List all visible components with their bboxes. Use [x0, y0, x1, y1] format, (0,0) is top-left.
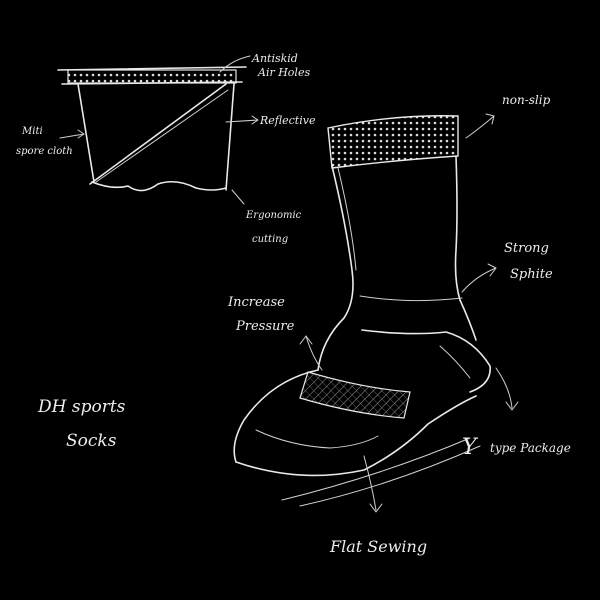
title-line-1: DH sports [37, 397, 126, 417]
package-label: type Package [490, 441, 571, 455]
package-arrow [495, 367, 513, 409]
increase-label: Increase [227, 295, 285, 310]
strong-arrowhead [487, 263, 497, 277]
sock-leg-back [317, 165, 354, 371]
ergonomic-label: Ergonomic [245, 210, 302, 221]
fabric-arrow [59, 133, 85, 139]
fabric-arrowhead [77, 129, 85, 139]
box-left-side [77, 83, 95, 183]
package-arrowhead [505, 401, 519, 411]
pressure-label: Pressure [235, 319, 295, 334]
pressure-arrowhead [299, 335, 313, 345]
detail-sketch [57, 55, 259, 205]
fabric-label: Miti [21, 126, 43, 137]
pressure-band [299, 371, 411, 419]
air-holes-label: Air Holes [257, 66, 310, 79]
ergonomic-bottom [91, 180, 227, 192]
sock-sole-sketch-1 [281, 437, 471, 501]
fabric-label-2: spore cloth [16, 146, 73, 157]
air-holes-band [67, 69, 237, 84]
cuff-non-slip-band [327, 115, 459, 169]
package-letter: Y [462, 435, 479, 460]
title-line-2: Socks [66, 431, 117, 451]
band-bottom-line [61, 81, 243, 85]
sock-foot-sole [235, 395, 477, 477]
sock-sole-sketch-2 [299, 445, 481, 507]
ergonomic-arrow [231, 189, 245, 205]
non-slip-arrowhead [485, 113, 495, 125]
sphite-label: Sphite [510, 267, 553, 282]
strong-support-line [359, 295, 463, 302]
reflective-label: Reflective [259, 114, 316, 127]
reflective-arrowhead [251, 115, 259, 125]
antiskid-arrow [219, 55, 251, 73]
sock-toe-seam [255, 429, 379, 449]
non-slip-label: non-slip [502, 93, 551, 107]
strong-arrow [461, 267, 497, 293]
non-slip-arrow [465, 115, 495, 139]
seam-label: Flat Sewing [329, 537, 427, 556]
sock-leg-back-2 [337, 167, 357, 271]
sock-ankle [361, 329, 491, 393]
sock-leg-front [454, 155, 477, 341]
sock-foot-top [233, 369, 319, 463]
box-right-side [225, 83, 235, 191]
cutting-label: cutting [252, 234, 288, 245]
sock-sketch [233, 113, 519, 513]
band-top-line [57, 66, 247, 71]
reflective-stripe [89, 83, 227, 185]
seam-arrowhead [369, 503, 383, 513]
reflective-arrow [225, 119, 259, 123]
sock-heel-curve [439, 345, 471, 379]
strong-label: Strong [504, 241, 549, 256]
reflective-stripe-2 [95, 89, 229, 183]
pressure-arrow [305, 335, 323, 371]
seam-arrow [363, 455, 377, 511]
antiskid-label: Antiskid [251, 52, 298, 65]
